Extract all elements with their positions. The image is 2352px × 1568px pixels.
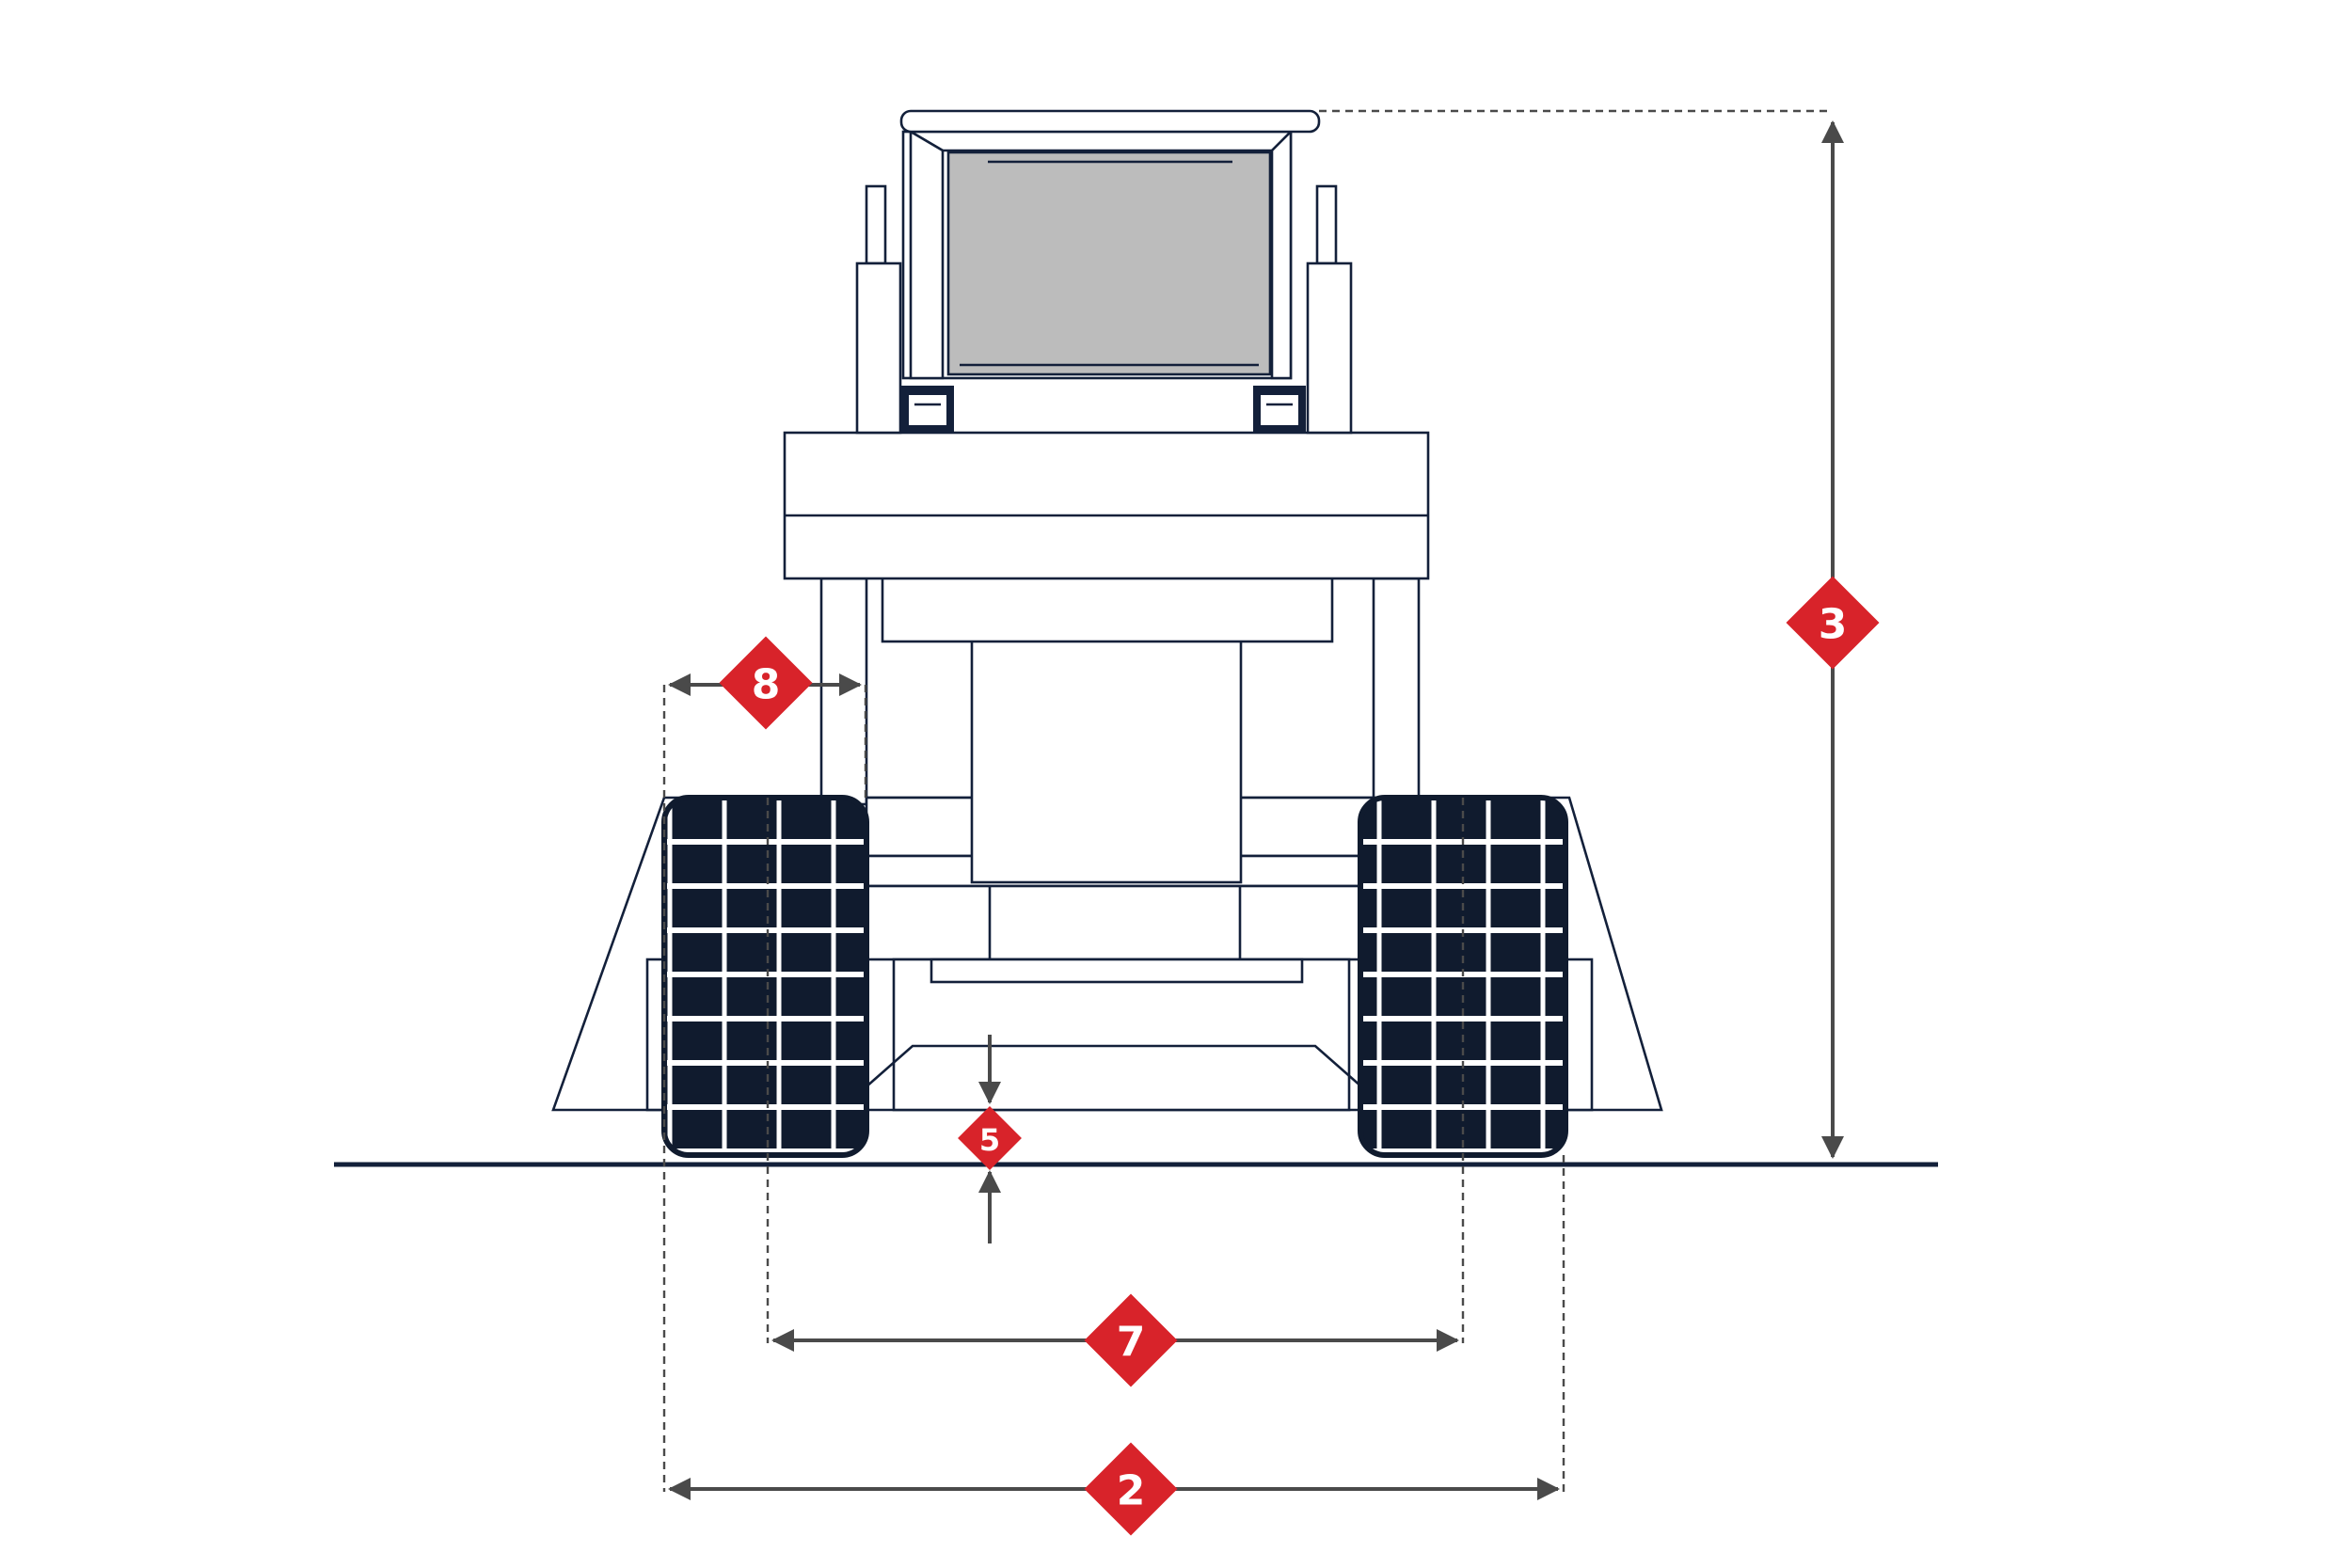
left-track [661,795,869,1158]
left-pillar-upper [865,184,887,265]
badge-2-label: 2 [1117,1467,1146,1515]
cab-roof [899,109,1321,134]
machine-front-view [334,109,1938,1167]
left-pillar [855,261,902,435]
windshield [946,150,1272,376]
badge-3: 3 [1786,576,1880,670]
badge-3-label: 3 [1819,601,1848,649]
belly-skid [865,1044,1363,1088]
badge-5-label: 5 [979,1122,1000,1158]
axle-block [865,884,1376,961]
main-body [783,431,1430,580]
hood-lower [881,572,1334,643]
badge-8-label: 8 [752,661,781,709]
lift-arm-left [819,577,868,806]
badge-5: 5 [958,1106,1022,1170]
center-column [970,638,1243,884]
badge-2: 2 [1084,1442,1178,1536]
belly-slot [930,958,1304,984]
belly-frame [892,958,1351,1112]
badge-7-label: 7 [1117,1319,1146,1367]
right-pillar [1306,261,1353,435]
badge-7: 7 [1084,1293,1178,1387]
badge-8: 8 [719,636,813,730]
right-pillar-upper [1315,184,1338,265]
lift-arm-right [1372,577,1421,806]
